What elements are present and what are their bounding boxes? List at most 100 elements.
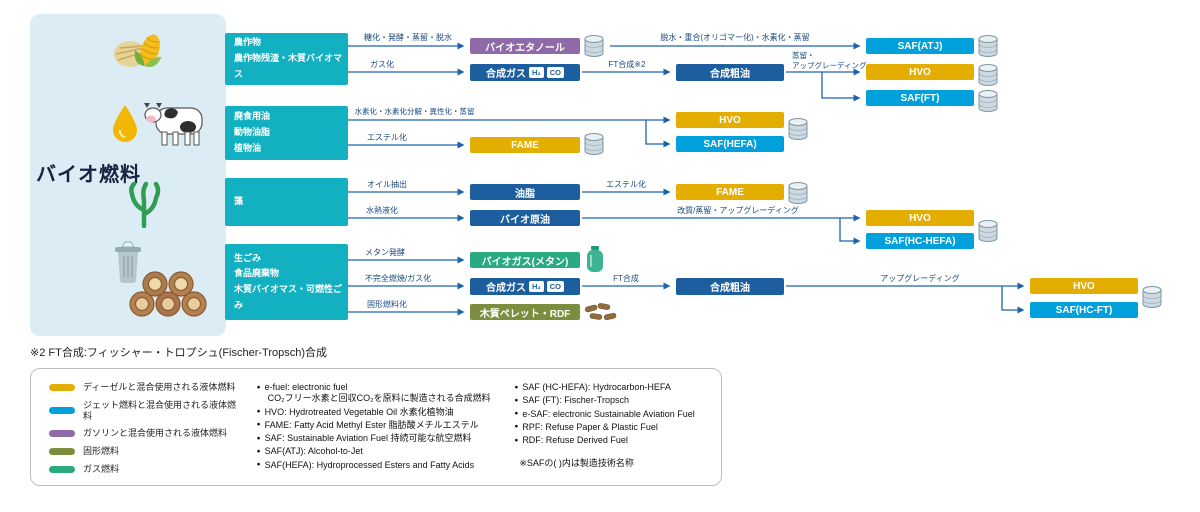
bullet-icon: ● xyxy=(256,408,261,415)
h2-badge: H₂ xyxy=(529,67,544,78)
legend-definition: ●RDF: Refuse Derived Fuel xyxy=(514,435,707,446)
legend-fuel-row: ディーゼルと混合使用される液体燃料 xyxy=(49,382,241,393)
fuel-barrel-icon xyxy=(583,33,605,59)
legend-fuel-row: 固形燃料 xyxy=(49,446,241,457)
process-label-dehydrate-oligomer: 脱水・重合(オリゴマー化)・水素化・蒸留 xyxy=(660,33,810,42)
page-title: バイオ燃料 xyxy=(36,164,141,186)
node-bioethanol: バイオエタノール xyxy=(470,38,580,54)
node-hvo-far-right: HVO xyxy=(1030,278,1138,294)
co-badge: CO xyxy=(546,67,564,78)
node-fame-left: FAME xyxy=(470,137,580,153)
node-label: 合成ガス xyxy=(486,283,526,294)
node-hvo-right: HVO xyxy=(866,210,974,226)
wood-pellets-icon xyxy=(584,303,617,321)
legend: ディーゼルと混合使用される液体燃料 ジェット燃料と混合使用される液体燃料 ガソリ… xyxy=(30,368,722,486)
legend-definition: ●e-SAF: electronic Sustainable Aviation … xyxy=(514,409,707,420)
definition-text: FAME: Fatty Acid Methyl Ester 脂肪酸メチルエステル xyxy=(264,419,479,430)
process-label-gasify: ガス化 xyxy=(370,60,394,69)
gas-cylinder-icon xyxy=(587,246,603,272)
node-saf-hc-hefa: SAF(HC-HEFA) xyxy=(866,233,974,249)
process-label-oil-extract: オイル抽出 xyxy=(367,180,407,189)
definition-subtext: CO₂フリー水素と回収CO₂を原料に製造される合成燃料 xyxy=(267,393,491,404)
definition-text: RPF: Refuse Paper & Plastic Fuel xyxy=(522,421,658,432)
legend-fuel-row: ガソリンと混合使用される液体燃料 xyxy=(49,428,241,439)
process-label-hydrogenate: 水素化・水素化分解・異性化・蒸留 xyxy=(354,107,475,116)
node-oils: 油脂 xyxy=(470,184,580,200)
co-badge: CO xyxy=(546,281,564,292)
legend-fuel-label: ジェット燃料と混合使用される液体燃料 xyxy=(83,399,237,421)
definition-text: SAF: Sustainable Aviation Fuel 持続可能な航空燃料 xyxy=(264,433,472,443)
bullet-icon: ● xyxy=(514,410,519,417)
definition-text: SAF (FT): Fischer-Tropsch xyxy=(522,395,629,406)
node-syn-crude-bottom: 合成粗油 xyxy=(676,278,784,295)
gasoline-fuel-swatch xyxy=(49,430,75,438)
node-hvo-mid: HVO xyxy=(676,112,784,128)
fuel-barrel-icon xyxy=(977,62,999,88)
source-crops: 農作物 農作物残渣・木質バイオマス xyxy=(225,33,348,85)
process-label-distill-upgrade: 蒸留・ アップグレーディング xyxy=(792,51,867,70)
h2-badge: H₂ xyxy=(529,281,544,292)
bullet-icon: ● xyxy=(514,423,519,431)
legend-definition: ●FAME: Fatty Acid Methyl Ester 脂肪酸メチルエステ… xyxy=(257,420,499,431)
bullet-icon: ● xyxy=(256,383,261,391)
corn-icon xyxy=(114,34,162,67)
process-label-incomplete-combustion: 不完全燃焼/ガス化 xyxy=(364,274,432,283)
definition-text: HVO: Hydrotreated Vegetable Oil 水素化植物油 xyxy=(264,406,454,417)
node-fame-mid: FAME xyxy=(676,184,784,200)
bullet-icon: ● xyxy=(514,436,519,444)
oil-drop-icon xyxy=(113,105,137,142)
node-syngas-1: 合成ガス H₂ CO xyxy=(470,64,580,81)
process-label-saccharify: 糖化・発酵・蒸留・脱水 xyxy=(364,33,452,42)
fuel-barrel-icon xyxy=(787,180,809,206)
solid-fuel-swatch xyxy=(49,448,75,456)
source-waste-oil: 廃食用油 動物油脂 植物油 xyxy=(225,106,348,160)
legend-fuel-row: ジェット燃料と混合使用される液体燃料 xyxy=(49,400,241,422)
legend-definition: ●RPF: Refuse Paper & Plastic Fuel xyxy=(514,422,707,433)
definition-text: SAF(HEFA): Hydroprocessed Esters and Fat… xyxy=(264,459,475,470)
node-syn-crude-top: 合成粗油 xyxy=(676,64,784,81)
process-label-ft-synthesis: FT合成 xyxy=(613,274,639,283)
legend-definition: ●SAF (HC-HEFA): Hydrocarbon-HEFA xyxy=(514,382,707,393)
legend-fuel-label: ガソリンと混合使用される液体燃料 xyxy=(83,428,228,439)
process-label-ft-synthesis-note: FT合成※2 xyxy=(608,60,646,69)
bullet-icon: ● xyxy=(514,383,519,391)
bullet-icon: ● xyxy=(256,461,261,468)
process-label-methane-ferment: メタン発酵 xyxy=(365,248,405,257)
definition-text: e-SAF: electronic Sustainable Aviation F… xyxy=(522,408,695,419)
bullet-icon: ● xyxy=(256,447,261,455)
fuel-barrel-icon xyxy=(787,116,809,142)
legend-definition: ●e-fuel: electronic fuel CO₂フリー水素と回収CO₂を… xyxy=(257,382,499,405)
bullet-icon: ● xyxy=(256,421,261,429)
node-saf-ft: SAF(FT) xyxy=(866,90,974,106)
node-saf-hefa: SAF(HEFA) xyxy=(676,136,784,152)
algae-icon xyxy=(129,181,161,228)
process-label-hydrothermal: 水熱液化 xyxy=(366,206,398,215)
legend-definition: ●SAF (FT): Fischer-Tropsch xyxy=(514,395,707,406)
gas-fuel-swatch xyxy=(49,465,75,473)
diesel-fuel-swatch xyxy=(49,383,75,391)
footnote: ※2 FT合成:フィッシャー・トロプシュ(Fischer-Tropsch)合成 xyxy=(30,347,328,359)
wood-logs-icon xyxy=(129,271,207,317)
node-biogas: バイオガス(メタン) xyxy=(470,252,580,268)
bullet-icon: ● xyxy=(514,396,519,404)
legend-fuel-types: ディーゼルと混合使用される液体燃料 ジェット燃料と混合使用される液体燃料 ガソリ… xyxy=(49,382,241,476)
process-label-esterify-1: エステル化 xyxy=(367,133,407,142)
fuel-barrel-icon xyxy=(977,218,999,244)
trash-can-icon xyxy=(115,241,141,283)
fuel-barrel-icon xyxy=(977,88,999,114)
legend-definition: ●SAF: Sustainable Aviation Fuel 持続可能な航空燃… xyxy=(257,433,499,444)
definition-text: e-fuel: electronic fuel xyxy=(264,382,348,392)
legend-definition: ●HVO: Hydrotreated Vegetable Oil 水素化植物油 xyxy=(257,407,499,418)
node-bio-crude: バイオ原油 xyxy=(470,210,580,226)
cow-icon xyxy=(144,103,203,146)
node-wood-pellet-rdf: 木質ペレット・RDF xyxy=(470,304,580,320)
legend-fuel-label: ディーゼルと混合使用される液体燃料 xyxy=(83,382,236,392)
definition-text: SAF (HC-HEFA): Hydrocarbon-HEFA xyxy=(522,382,671,392)
fuel-barrel-icon xyxy=(1141,284,1163,310)
bullet-icon: ● xyxy=(256,434,261,442)
definition-text: RDF: Refuse Derived Fuel xyxy=(522,435,628,445)
fuel-barrel-icon xyxy=(977,33,999,59)
jet-fuel-swatch xyxy=(49,407,75,415)
fuel-barrel-icon xyxy=(583,131,605,157)
